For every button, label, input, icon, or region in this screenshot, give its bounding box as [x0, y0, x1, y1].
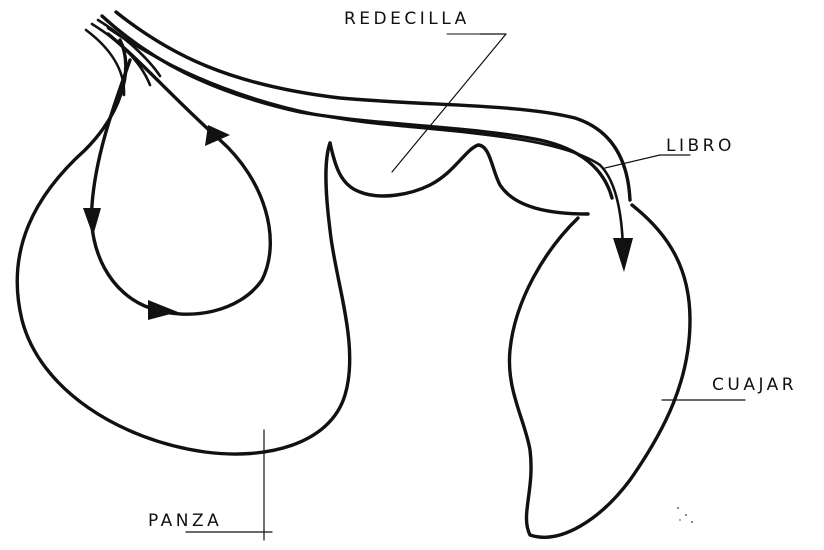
redecilla-outline: [330, 143, 588, 214]
loop-arrowhead-up: [205, 125, 230, 146]
esophagus-inner-edge: [102, 16, 612, 198]
label-redecilla: REDECILLA: [344, 9, 470, 29]
flow-arrowhead-cuajar: [613, 238, 633, 272]
flow-line-to-cuajar: [108, 28, 623, 250]
panza-inner-loop: [92, 34, 271, 314]
label-panza: PANZA: [148, 511, 222, 531]
label-cuajar: CUAJAR: [712, 375, 797, 395]
panza-sac: [17, 40, 350, 454]
libro-leader: [605, 155, 690, 168]
cuajar-outline: [509, 205, 690, 537]
speckle-marks: [677, 507, 693, 523]
loop-arrowhead-right: [148, 300, 178, 320]
loop-arrowhead-down: [83, 208, 101, 236]
label-libro: LIBRO: [666, 136, 735, 156]
esophagus-outer-edge: [116, 12, 630, 200]
